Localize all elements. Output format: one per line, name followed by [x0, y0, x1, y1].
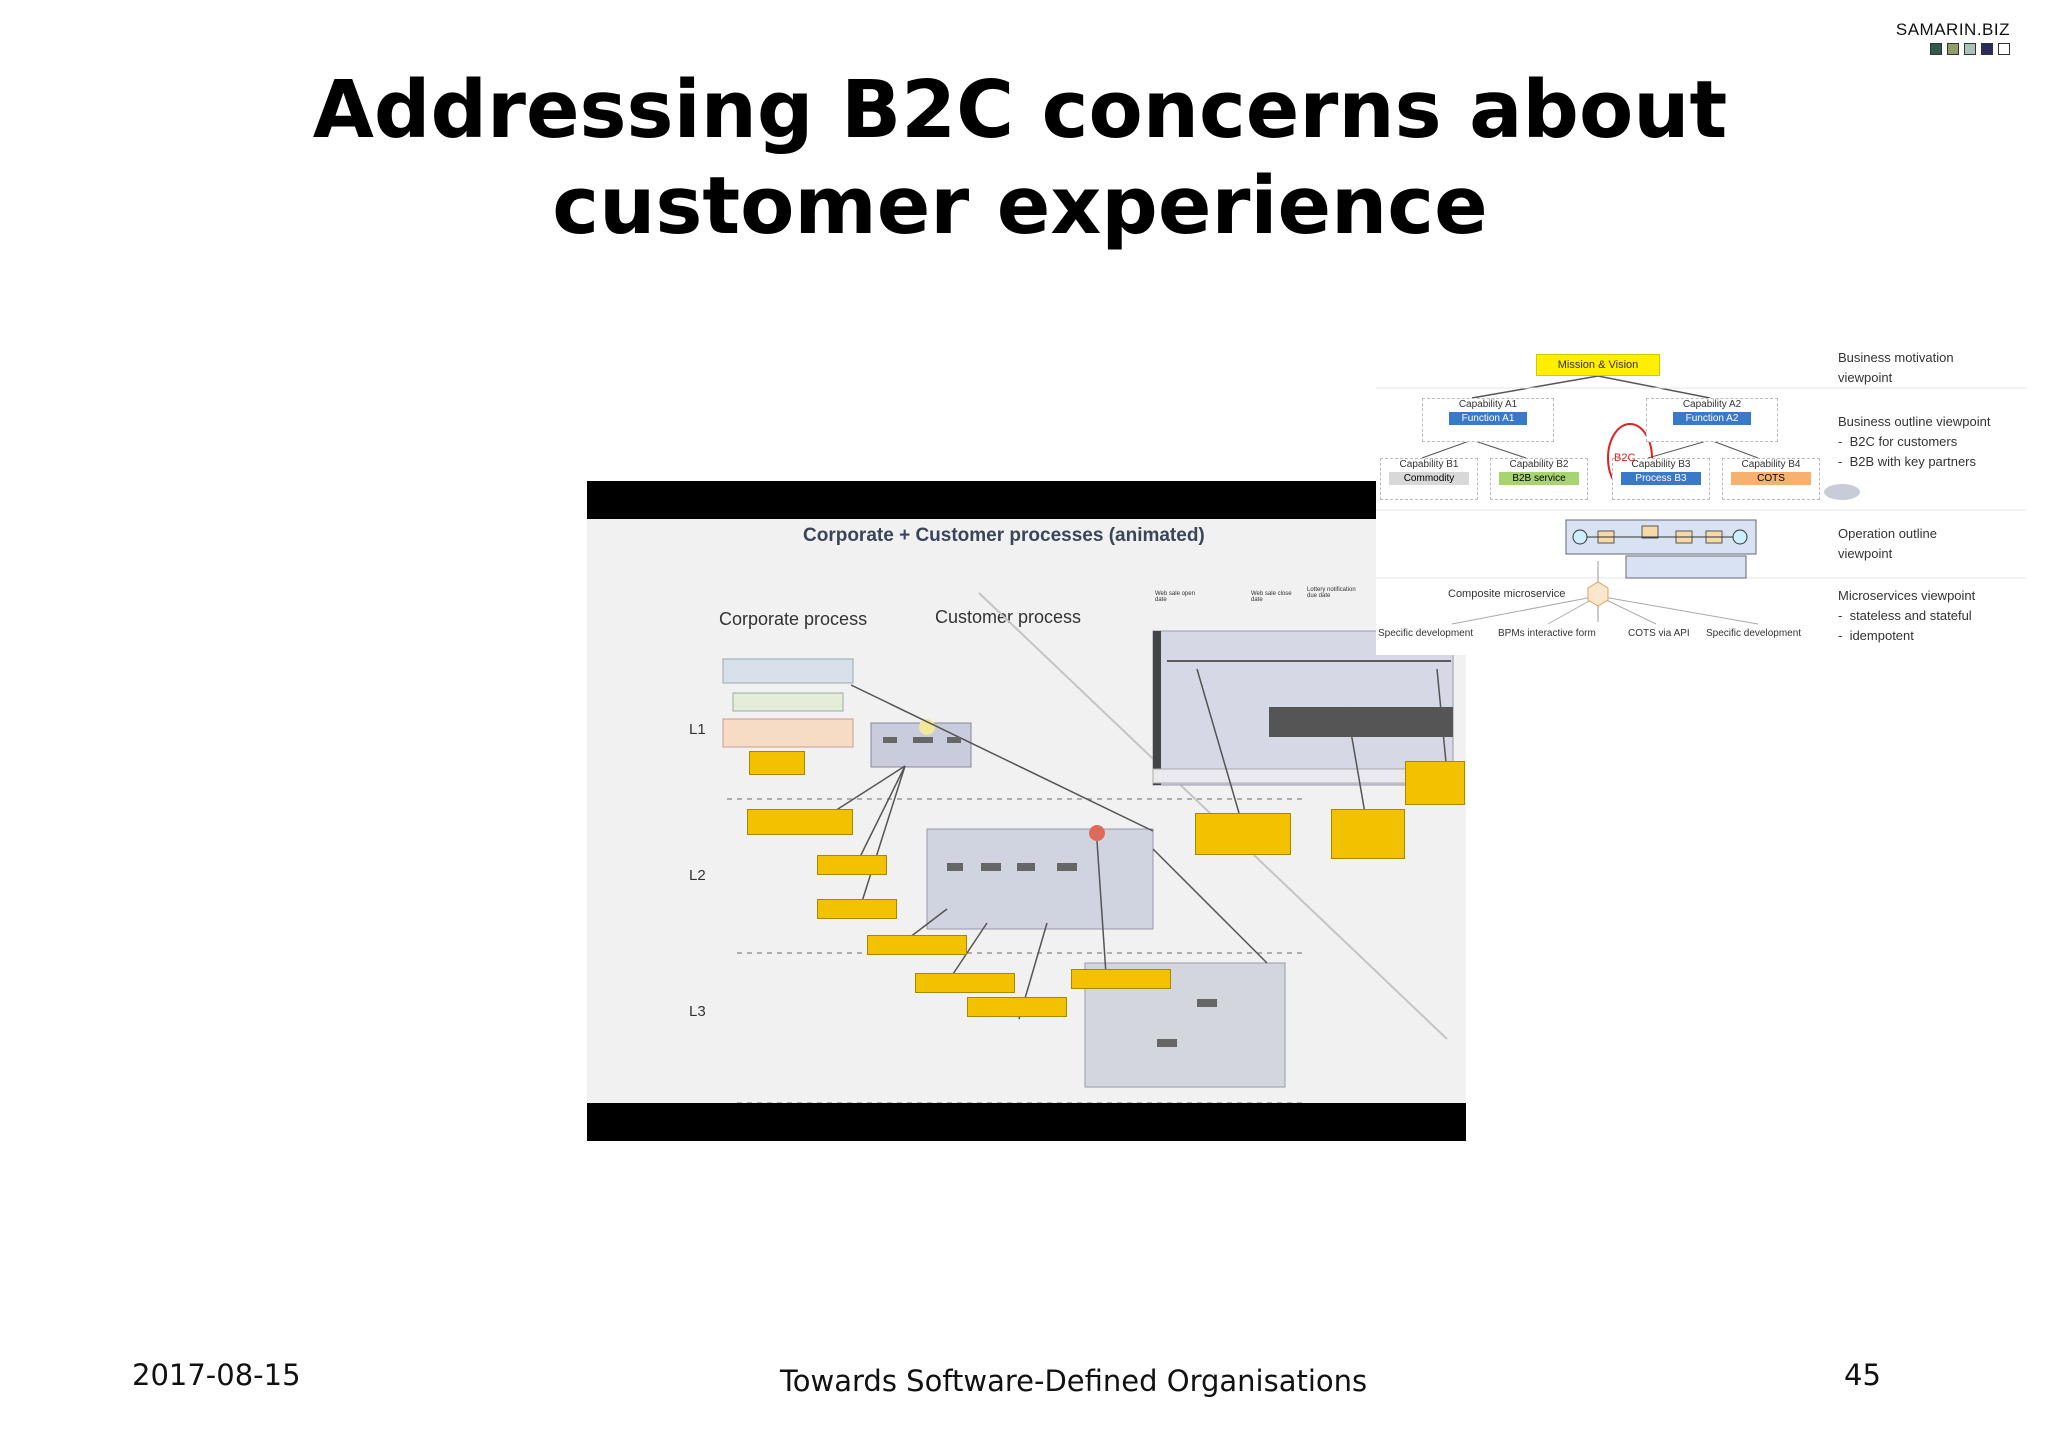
- capability-a1-label: Capability A1: [1458, 399, 1518, 410]
- capability-a2: Capability A2 Function A2: [1646, 398, 1778, 442]
- level-label-l2: L2: [689, 867, 706, 884]
- capability-b4-label: Capability B4: [1741, 459, 1801, 470]
- viewpoint-operation-outline-title: Operation outline viewpoint: [1838, 526, 1938, 561]
- embedded-video[interactable]: Corporate + Customer processes (animated…: [587, 481, 1466, 1141]
- box-ticketing: [817, 855, 887, 875]
- footer-date: 2017-08-15: [132, 1358, 301, 1392]
- slide-title-line-1: Addressing B2C concerns about: [312, 64, 1728, 156]
- footer-title: Towards Software-Defined Organisations: [780, 1364, 1368, 1398]
- box-prepare-web-sale: [867, 935, 967, 955]
- box-setup-event: [749, 751, 805, 775]
- viewpoint-business-outline-item: - B2C for customers: [1838, 434, 1958, 449]
- service-specific-development-2: Specific development: [1706, 628, 1802, 639]
- capability-b3: Capability B3 Process B3: [1612, 458, 1710, 500]
- box-tickets-received: [1405, 761, 1465, 805]
- level-label-l1: L1: [689, 721, 706, 738]
- viewpoint-business-motivation-title: Business motivation viewpoint: [1838, 350, 1954, 385]
- viewpoint-microservices-item: - idempotent: [1838, 628, 1914, 643]
- slide-title-line-2: customer experience: [552, 160, 1488, 252]
- b2c-mark: B2C: [1614, 452, 1636, 464]
- video-title: Corporate + Customer processes (animated…: [803, 525, 1205, 546]
- capability-a1: Capability A1 Function A1: [1422, 398, 1554, 442]
- capability-b1: Capability B1 Commodity: [1380, 458, 1478, 500]
- level-label-l3: L3: [689, 1003, 706, 1020]
- box-plan-ticketing: [817, 899, 897, 919]
- brand-square-2: [1947, 43, 1959, 55]
- capability-b2-label: Capability B2: [1509, 459, 1569, 470]
- note-lottery-due: Lottery notification due date: [1307, 587, 1356, 599]
- viewpoint-business-outline-item: - B2B with key partners: [1838, 454, 1977, 469]
- viewpoint-microservices: Microservices viewpoint - stateless and …: [1838, 586, 2024, 646]
- capability-b3-label: Capability B3: [1631, 459, 1691, 470]
- viewpoint-business-outline: Business outline viewpoint - B2C for cus…: [1838, 412, 2024, 472]
- brand-square-5: [1998, 43, 2010, 55]
- box-deliver-tickets: [1071, 969, 1171, 989]
- footer-page-number: 45: [1844, 1358, 1881, 1392]
- box-plan-web-sale: [915, 973, 1015, 993]
- video-screen: Corporate + Customer processes (animated…: [587, 519, 1466, 1103]
- brand-logo: SAMARIN.BIZ: [1896, 20, 2010, 55]
- viewpoint-operation-outline: Operation outline viewpoint: [1838, 524, 1968, 564]
- inset-connectors: [1376, 375, 2026, 625]
- brand-square-3: [1964, 43, 1976, 55]
- note-web-sale-open: Web sale open date: [1155, 591, 1195, 603]
- note-web-sale-close: Web sale close date: [1251, 591, 1292, 603]
- corporate-process-label: Corporate process: [719, 609, 868, 629]
- function-a2: Function A2: [1673, 412, 1751, 425]
- architecture-inset: Mission & Vision Capability A1 Function …: [1376, 340, 2026, 655]
- brand-text: SAMARIN.BIZ: [1895, 20, 2010, 39]
- capability-b2: Capability B2 B2B service: [1490, 458, 1588, 500]
- box-run-lottery: [967, 997, 1067, 1017]
- process-b3-box: Process B3: [1621, 472, 1701, 485]
- commodity-box: Commodity: [1389, 472, 1469, 485]
- brand-square-4: [1981, 43, 1993, 55]
- cots-box: COTS: [1731, 472, 1811, 485]
- box-lottery-notification-received: [1331, 809, 1405, 859]
- function-a1: Function A1: [1449, 412, 1527, 425]
- mission-vision-box: Mission & Vision: [1536, 354, 1660, 376]
- service-cots-via-api: COTS via API: [1628, 628, 1690, 639]
- viewpoint-microservices-item: - stateless and stateful: [1838, 608, 1972, 623]
- brand-square-1: [1930, 43, 1942, 55]
- composite-microservice-label: Composite microservice: [1448, 588, 1566, 600]
- capability-a2-label: Capability A2: [1682, 399, 1742, 410]
- customer-process-label: Customer process: [935, 607, 1082, 627]
- capability-b4: Capability B4 COTS: [1722, 458, 1820, 500]
- slide-title: Addressing B2C concerns about customer e…: [260, 62, 1780, 254]
- viewpoint-business-outline-title: Business outline viewpoint: [1838, 414, 1991, 429]
- brand-squares: [1896, 43, 2010, 55]
- capability-b1-label: Capability B1: [1399, 459, 1459, 470]
- viewpoint-microservices-title: Microservices viewpoint: [1838, 588, 1976, 603]
- service-bpms-interactive-form: BPMs interactive form: [1498, 628, 1596, 639]
- service-specific-development-1: Specific development: [1378, 628, 1474, 639]
- viewpoint-business-motivation: Business motivation viewpoint: [1838, 348, 1988, 388]
- b2b-service-box: B2B service: [1499, 472, 1579, 485]
- box-submit-ticket-application: [1195, 813, 1291, 855]
- box-recommendations: [747, 809, 853, 835]
